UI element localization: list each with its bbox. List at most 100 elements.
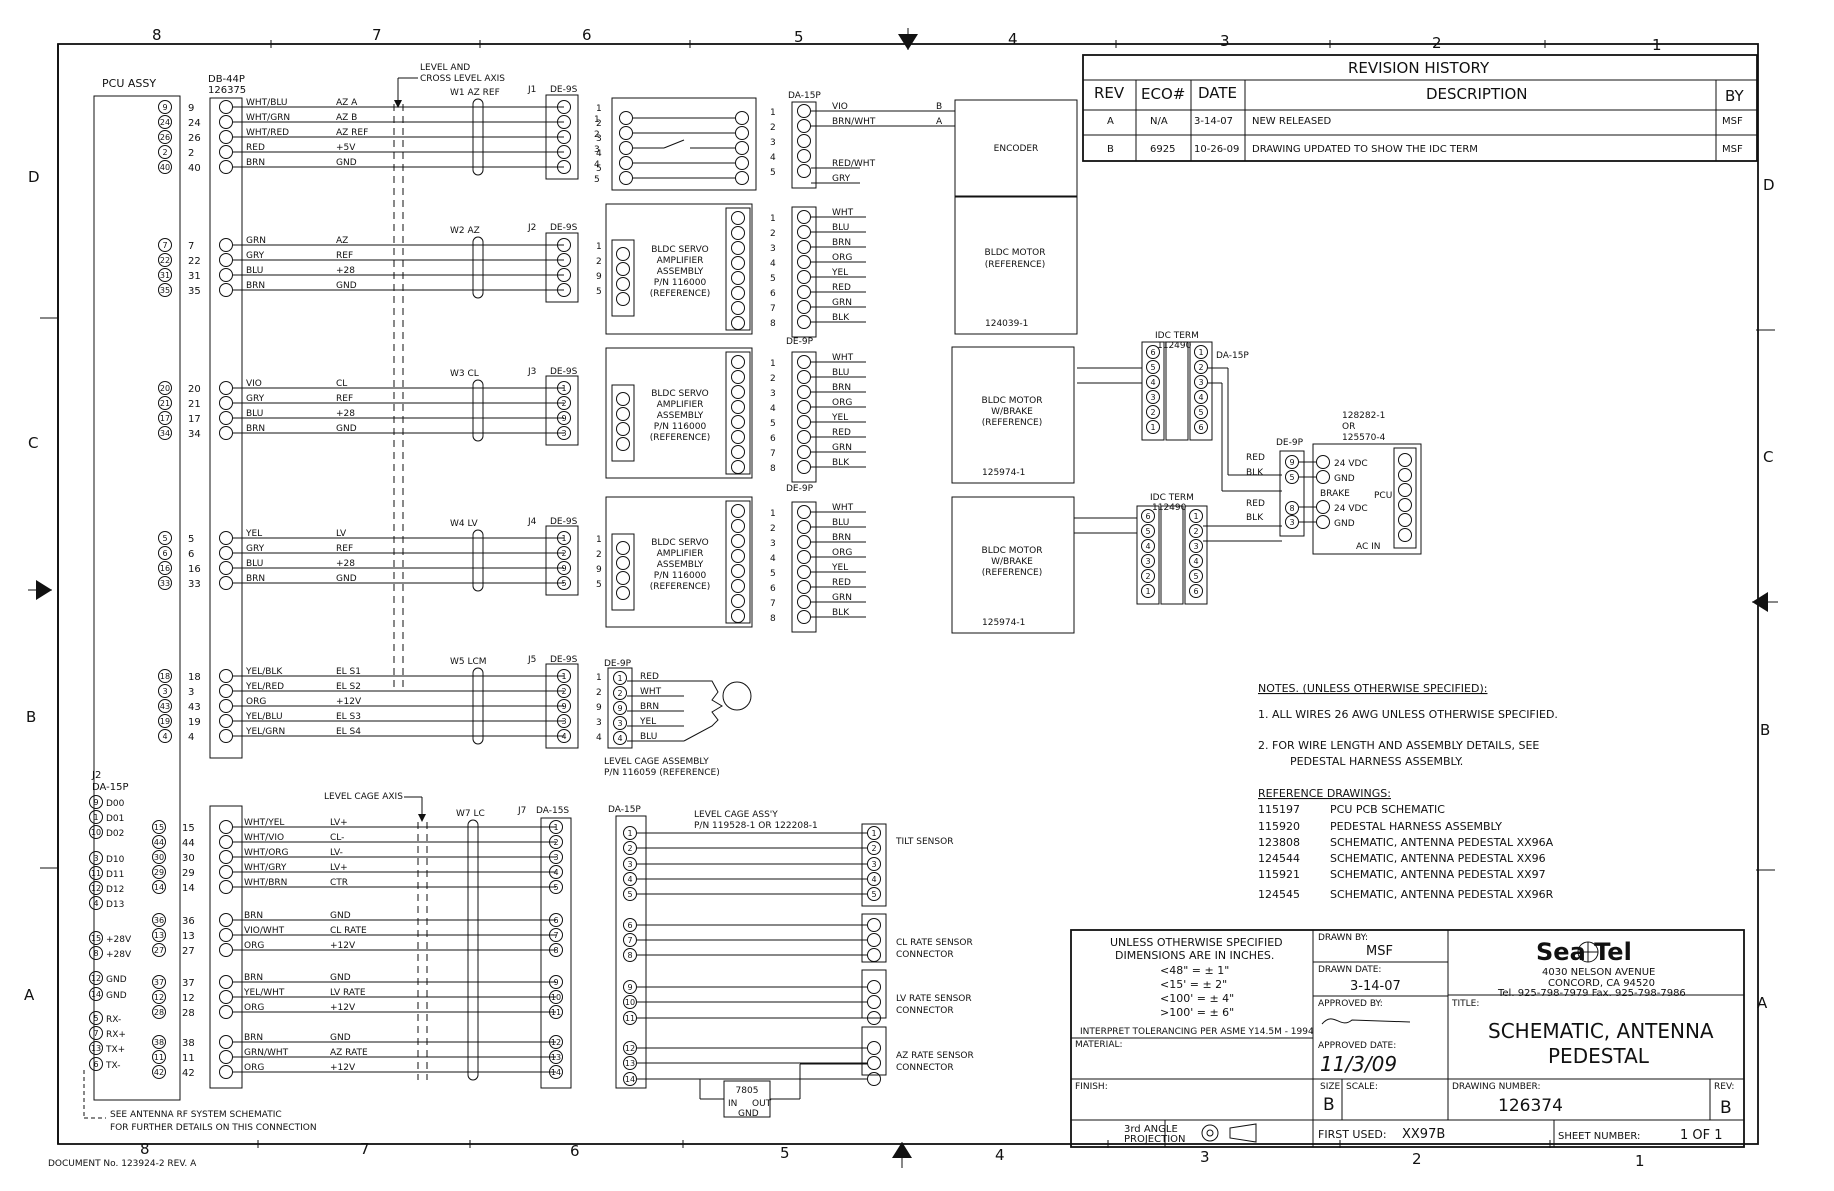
mating-pin-number: 1 (596, 673, 602, 683)
reference-number: 115197 (1258, 803, 1300, 816)
j7-body (540, 817, 572, 1089)
wire-signal: GND (336, 424, 357, 434)
zone-bottom-6: 6 (570, 1142, 580, 1160)
pin-circle (219, 975, 233, 989)
wire-signal: LV RATE (330, 988, 366, 998)
pin-number: 2 (617, 689, 622, 698)
pin-number: 2 (561, 549, 566, 558)
wire-signal: LV- (330, 848, 343, 858)
db44-pin-number: 21 (188, 399, 201, 410)
pin-circle (219, 283, 233, 297)
pin-number: 1 (561, 672, 566, 681)
pin-circle (219, 130, 233, 144)
pin-circle (797, 460, 811, 474)
pin-circle (1146, 405, 1160, 419)
j2-signal: TX+ (105, 1045, 125, 1055)
pin-circle (797, 119, 811, 133)
pin-circle (616, 437, 630, 451)
pin-number: 9 (561, 564, 566, 573)
rev-value: B (1720, 1098, 1732, 1118)
pin-circle (89, 795, 103, 809)
mating-pin-number: 9 (596, 703, 602, 713)
pin-circle (219, 238, 233, 252)
brake-wire-color: RED (1246, 453, 1265, 463)
wire-color: BLU (246, 409, 263, 419)
cable-label: W7 LC (456, 809, 485, 819)
pin-number: 9 (561, 702, 566, 711)
pin-circle (623, 826, 637, 840)
wire-color: WHT (832, 208, 854, 218)
wire-color: BRN (832, 383, 851, 393)
pin-number: 1 (627, 829, 632, 838)
db44-pin-number: 14 (182, 883, 195, 894)
drawing-title-2: PEDESTAL (1548, 1044, 1650, 1068)
pin-circle (735, 156, 749, 170)
pin-circle (797, 520, 811, 534)
pcu-supply-connector (1393, 447, 1417, 549)
pin-circle (797, 104, 811, 118)
pin-circle (158, 253, 172, 267)
pin-number: 13 (625, 1059, 635, 1068)
amp-label: (REFERENCE) (650, 289, 710, 299)
wire-color: RED (832, 283, 851, 293)
pin-circle (158, 684, 172, 698)
wire-color: VIO (246, 379, 262, 389)
pin-number: 11 (625, 1014, 635, 1023)
rev-header-eco: ECO# (1141, 85, 1185, 103)
rev-header-description: DESCRIPTION (1426, 85, 1528, 103)
outer-frame (57, 43, 1759, 1145)
pin-number: 4 (770, 554, 776, 564)
pin-circle (219, 684, 233, 698)
pin-circle (616, 407, 630, 421)
pin-number: 7 (162, 241, 167, 250)
pin-circle (623, 1072, 637, 1086)
wire-signal: EL S4 (336, 727, 361, 737)
pin-number: 15 (91, 934, 101, 943)
pin-circle (735, 126, 749, 140)
idc-body-right (1184, 505, 1208, 605)
amplifier-box (605, 203, 753, 335)
pin-circle (152, 1050, 166, 1064)
db44-pin-number: 38 (182, 1038, 195, 1049)
wire-signal: AZ (336, 236, 348, 246)
pin-circle (867, 1011, 881, 1025)
first-used-value: XX97B (1402, 1127, 1445, 1142)
pin-circle (613, 671, 627, 685)
pin-number: 1 (770, 214, 776, 224)
j2-label: J2 (91, 770, 101, 781)
pin-number: 6 (553, 916, 558, 925)
pin-circle (797, 255, 811, 269)
revision-cell: DRAWING UPDATED TO SHOW THE IDC TERM (1252, 144, 1478, 155)
motor-label: W/BRAKE (991, 407, 1033, 417)
regulator-in: IN (728, 1099, 737, 1109)
pin-number: 5 (93, 1014, 98, 1023)
supply-label: 24 VDC (1334, 459, 1368, 469)
pin-circle (623, 841, 637, 855)
mating-pin-number: 1 (596, 104, 602, 114)
amp-part-number: P/N 116000 (654, 571, 707, 581)
pin-circle (1398, 453, 1412, 467)
pin-circle (1285, 515, 1299, 529)
db44p-connector (209, 97, 243, 759)
pin-circle (219, 531, 233, 545)
db44-pin-number: 29 (182, 868, 195, 879)
mating-pin-number: 4 (596, 733, 602, 743)
motor-lv-section: DE-9P1WHT2BLU3BRN4ORG5YEL6RED7GRN8BLKBLD… (770, 484, 1075, 634)
db44-pin-number: 9 (188, 103, 194, 114)
pin-circle (731, 460, 745, 474)
projection-2: PROJECTION (1124, 1134, 1186, 1145)
pin-circle (557, 268, 571, 282)
db44-pin-number: 4 (188, 732, 194, 743)
pin-number: 3 (627, 860, 632, 869)
idc-label: IDC TERM (1150, 493, 1194, 503)
pin-number: 8 (770, 464, 776, 474)
pin-circle (1398, 528, 1412, 542)
mating-pin-number: 5 (596, 287, 602, 297)
axis-label-2: CROSS LEVEL AXIS (420, 74, 505, 84)
db44-pin-number: 35 (188, 286, 201, 297)
jack-body (545, 663, 579, 749)
lcm-wire-color: RED (640, 672, 659, 682)
